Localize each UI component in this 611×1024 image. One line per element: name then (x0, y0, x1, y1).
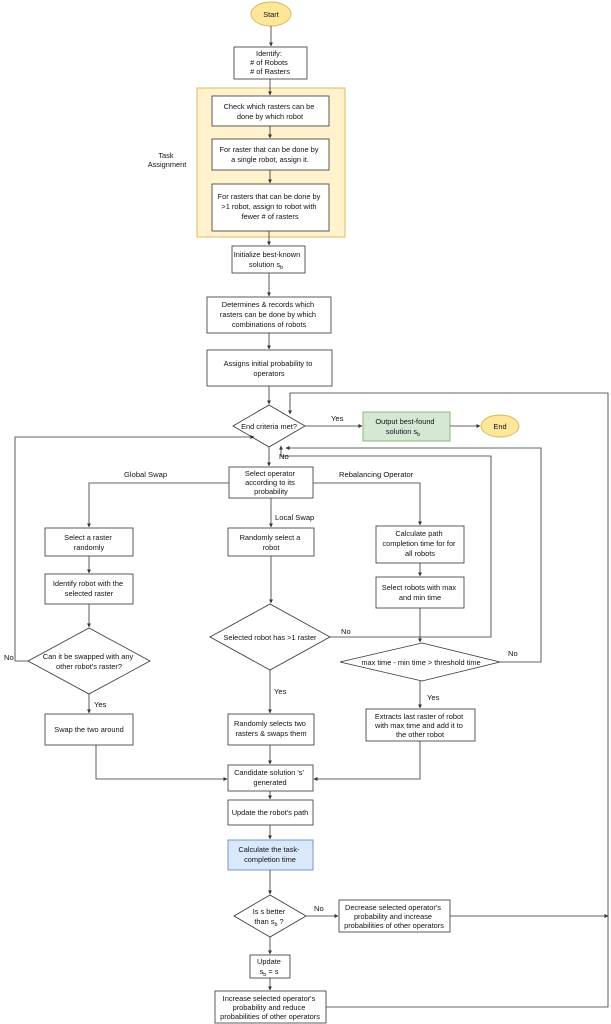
select-raster-box (44, 527, 134, 557)
edge-label-yes-swap: Yes (94, 700, 107, 709)
increase-prob-label: Increase selected operator's probability… (220, 994, 320, 1021)
edge-label-yes-raster: Yes (274, 687, 287, 696)
single-robot-label: For raster that can be done by a single … (219, 145, 320, 164)
edge-label-no-threshold: No (508, 649, 518, 658)
random-robot-box (227, 527, 315, 557)
random-two-label: Randomly selects two rasters & swaps the… (234, 719, 308, 738)
identify-label: Identify: # of Robots # of Rasters (250, 49, 290, 76)
task-assignment-label: Task Assignment (148, 151, 187, 169)
determine-combos-box (206, 296, 332, 334)
select-raster-label: Select a raster randomly (64, 533, 114, 552)
decrease-prob-label: Decrease selected operator's probability… (344, 903, 444, 930)
threshold-decision (339, 642, 501, 682)
edge-label-local-swap: Local Swap (275, 513, 314, 522)
edge-threshold-no-loop (285, 446, 542, 663)
update-sb-label: Update sb = s (257, 957, 283, 978)
extract-raster-box (365, 708, 476, 742)
candidate-label: Candidate solution 's' generated (234, 768, 306, 787)
multi-robot-label: For rasters that can be done by >1 robot… (218, 192, 323, 221)
edge-label-global-swap: Global Swap (124, 470, 167, 479)
decrease-prob-box (338, 899, 451, 933)
edge-selectop-global (87, 482, 229, 528)
extract-raster-label: Extracts last raster of robot with max t… (374, 712, 465, 739)
edge-label-no-swap: No (4, 653, 14, 662)
end-label: End (493, 422, 506, 431)
candidate-box (227, 764, 314, 792)
better-decision (233, 894, 307, 938)
calc-path-box (375, 525, 465, 564)
identify-box (233, 46, 308, 80)
increase-prob-box (214, 990, 327, 1024)
assign-prob-box (206, 349, 333, 387)
update-path-label: Update the robot's path (232, 808, 309, 817)
end-terminal (480, 414, 520, 438)
select-operator-label: Select operator according to its probabi… (245, 469, 297, 496)
edge-label-yes-threshold: Yes (427, 693, 440, 702)
calc-path-label: Calculate path completion time for for a… (382, 529, 457, 558)
can-swap-decision (27, 627, 151, 695)
better-label: Is s better than sb ? (253, 907, 288, 928)
threshold-label: max time - min time > threshold time (361, 658, 480, 667)
edge-extract-candidate (313, 741, 421, 781)
assign-prob-label: Assigns initial probability to operators (224, 359, 315, 378)
select-operator-box (228, 466, 314, 499)
edge-label-no-better: No (314, 904, 324, 913)
edge-label-no-endcriteria: No (279, 452, 289, 461)
output-best-box (362, 411, 451, 442)
edge-increase-loop (288, 392, 609, 1008)
select-max-min-label: Select robots with max and min time (382, 583, 458, 602)
edge-canswap-no-loop (14, 435, 255, 662)
end-criteria-label: End criteria met? (241, 422, 297, 431)
start-label: Start (263, 10, 279, 19)
init-best-label: Initialize best-known solution sb (234, 250, 303, 271)
edge-hasraster-no-loop (279, 445, 492, 638)
edge-label-no-raster: No (341, 627, 351, 636)
edge-selectop-rebalance (313, 482, 422, 526)
edge-swap-candidate (95, 745, 228, 781)
identify-robot-label: Identify robot with the selected raster (53, 579, 125, 598)
single-robot-box (211, 138, 330, 171)
output-best-label: Output best-found solution sb (375, 417, 436, 438)
select-max-min-box (375, 576, 465, 609)
check-rasters-box (211, 95, 330, 127)
edge-label-yes-output: Yes (331, 414, 344, 423)
calc-completion-box (227, 839, 314, 871)
determine-combos-label: Determines & records which rasters can b… (220, 300, 318, 329)
swap-two-box (44, 713, 134, 746)
can-swap-label: Can it be swapped with any other robot's… (43, 652, 135, 671)
swap-two-label: Swap the two around (54, 725, 123, 734)
identify-robot-box (44, 573, 134, 605)
random-two-box (227, 713, 315, 746)
robot-has-raster-label: Selected robot has >1 raster (223, 633, 317, 642)
multi-robot-box (211, 183, 330, 232)
check-rasters-label: Check which rasters can be done by which… (224, 102, 317, 121)
update-path-box (227, 799, 314, 826)
edge-label-rebalancing: Rebalancing Operator (339, 470, 414, 479)
calc-completion-label: Calculate the task- completion time (238, 845, 301, 864)
random-robot-label: Randomly select a robot (240, 533, 303, 552)
init-best-box (231, 245, 306, 274)
